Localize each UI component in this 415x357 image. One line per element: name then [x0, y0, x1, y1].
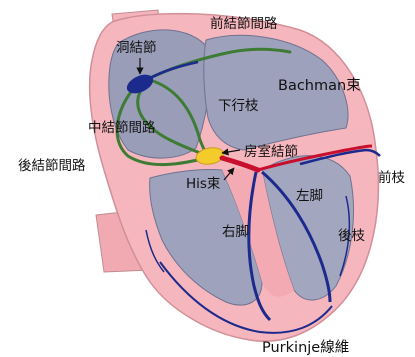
label-his-bundle: His束 [186, 176, 221, 192]
label-descending-branch: 下行枝 [218, 98, 259, 114]
label-anterior-fascicle: 前枝 [378, 169, 405, 186]
label-purkinje: Purkinje線維 [262, 339, 349, 356]
label-posterior-fascicle: 後枝 [338, 228, 365, 244]
label-sa-node: 洞結節 [116, 40, 157, 56]
label-bachmann: Bachman束 [278, 77, 361, 94]
label-right-bundle: 右脚 [222, 224, 249, 240]
label-middle-internodal: 中結節間路 [88, 120, 156, 136]
label-av-node: 房室結節 [244, 143, 298, 160]
label-left-bundle: 左脚 [296, 188, 323, 204]
label-posterior-internodal: 後結節間路 [18, 158, 86, 174]
label-anterior-internodal: 前結節間路 [210, 15, 278, 32]
